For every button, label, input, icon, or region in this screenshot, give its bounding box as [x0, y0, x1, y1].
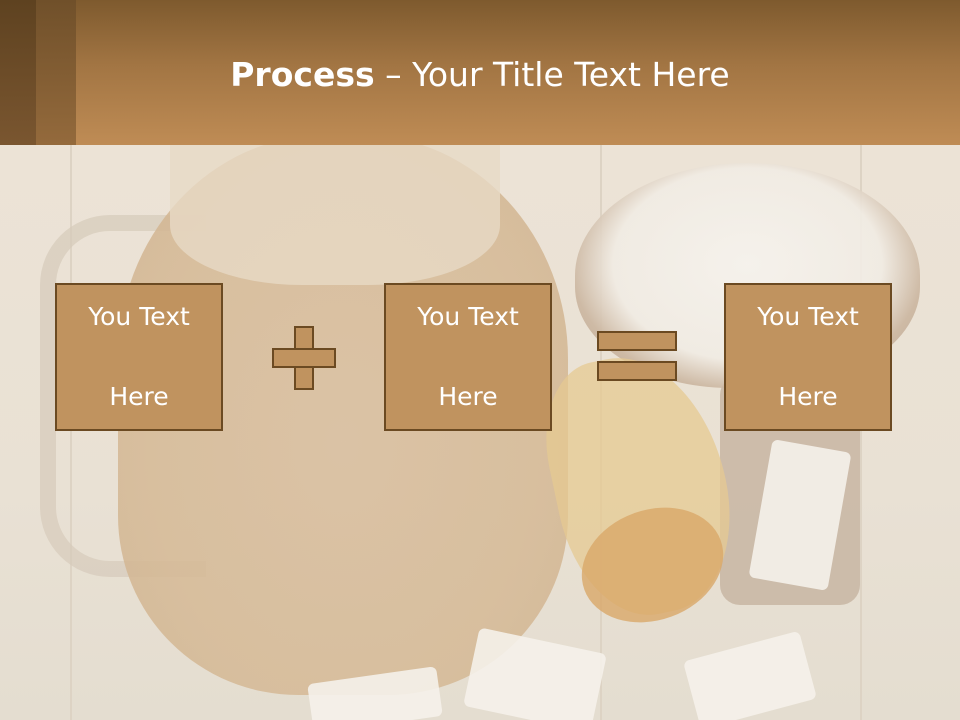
jar-neck — [170, 145, 500, 285]
box3-line1: You Text — [757, 302, 859, 331]
box2-line2: Here — [438, 382, 498, 411]
plus-icon — [272, 326, 336, 390]
coconut-piece — [463, 627, 607, 720]
title-header: Process – Your Title Text Here — [0, 0, 960, 145]
box3-line2: Here — [778, 382, 838, 411]
equals-icon — [597, 331, 677, 383]
equals-bottom-bar — [597, 361, 677, 381]
coconut-piece — [682, 630, 818, 720]
wood-plank-line — [860, 145, 862, 720]
box1-line1: You Text — [88, 302, 190, 331]
background-photo — [0, 145, 960, 720]
box2-line1: You Text — [417, 302, 519, 331]
header-accent-strip-2 — [36, 0, 76, 145]
plus-center — [296, 350, 312, 366]
slide-title-bold: Process — [230, 55, 375, 94]
wood-plank-line — [70, 145, 72, 720]
slide-title[interactable]: Process – Your Title Text Here — [0, 54, 960, 96]
slide-title-rest: – Your Title Text Here — [374, 55, 730, 94]
header-accent-strip — [0, 0, 36, 145]
box1-line2: Here — [109, 382, 169, 411]
equals-top-bar — [597, 331, 677, 351]
